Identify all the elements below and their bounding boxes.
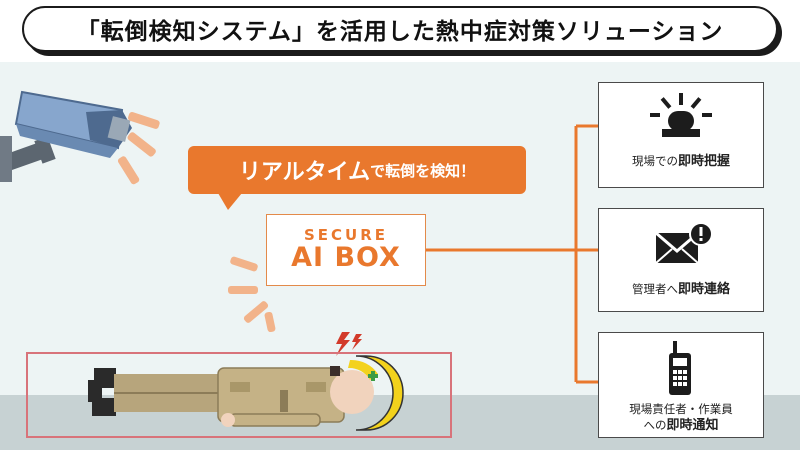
detection-frame: [26, 352, 452, 438]
output-card-site-label: 現場責任者・作業員 への即時通知: [629, 401, 733, 434]
callout-realtime-text: リアルタイム: [238, 160, 371, 185]
mail-alert-icon: [655, 222, 713, 264]
output-card-manager-bold: 即時連絡: [677, 282, 730, 297]
secure-ai-box-logo: SECURE AI BOX: [266, 214, 426, 286]
output-card-manager-label: 管理者へ即時連絡: [632, 281, 730, 298]
logo-secure-text: SECURE: [303, 226, 389, 244]
fallen-worker-illustration: [88, 332, 404, 431]
output-card-manager: 管理者へ即時連絡: [598, 208, 764, 312]
output-card-onsite: 現場での即時把握: [598, 82, 764, 188]
radio-transceiver-icon: [669, 341, 691, 395]
alert-burst-icon: [228, 256, 276, 333]
security-camera-icon: [0, 90, 132, 182]
output-card-site-plain: への: [643, 418, 667, 432]
output-card-onsite-bold: 即時把握: [677, 154, 730, 169]
output-card-manager-plain: 管理者へ: [631, 282, 678, 296]
realtime-detection-callout: リアルタイム で転倒を検知！: [188, 146, 526, 210]
connector-lines: [426, 124, 598, 384]
output-card-site-line1: 現場責任者・作業員: [629, 402, 733, 416]
output-card-site-bold: 即時通知: [666, 418, 719, 433]
camera-signal-icon: [117, 112, 160, 185]
callout-detect-text: で転倒を検知！: [370, 161, 476, 180]
output-card-onsite-label: 現場での即時把握: [632, 153, 730, 170]
title-banner: 「転倒検知システム」を活用した熱中症対策ソリューション: [22, 6, 778, 52]
alert-light-icon: [650, 93, 712, 137]
logo-aibox-text: AI BOX: [291, 242, 401, 273]
title-text: 「転倒検知システム」を活用した熱中症対策ソリューション: [76, 19, 724, 45]
output-card-onsite-plain: 現場での: [631, 154, 678, 168]
callout-tail: [218, 193, 242, 210]
output-card-site: 現場責任者・作業員 への即時通知: [598, 332, 764, 438]
